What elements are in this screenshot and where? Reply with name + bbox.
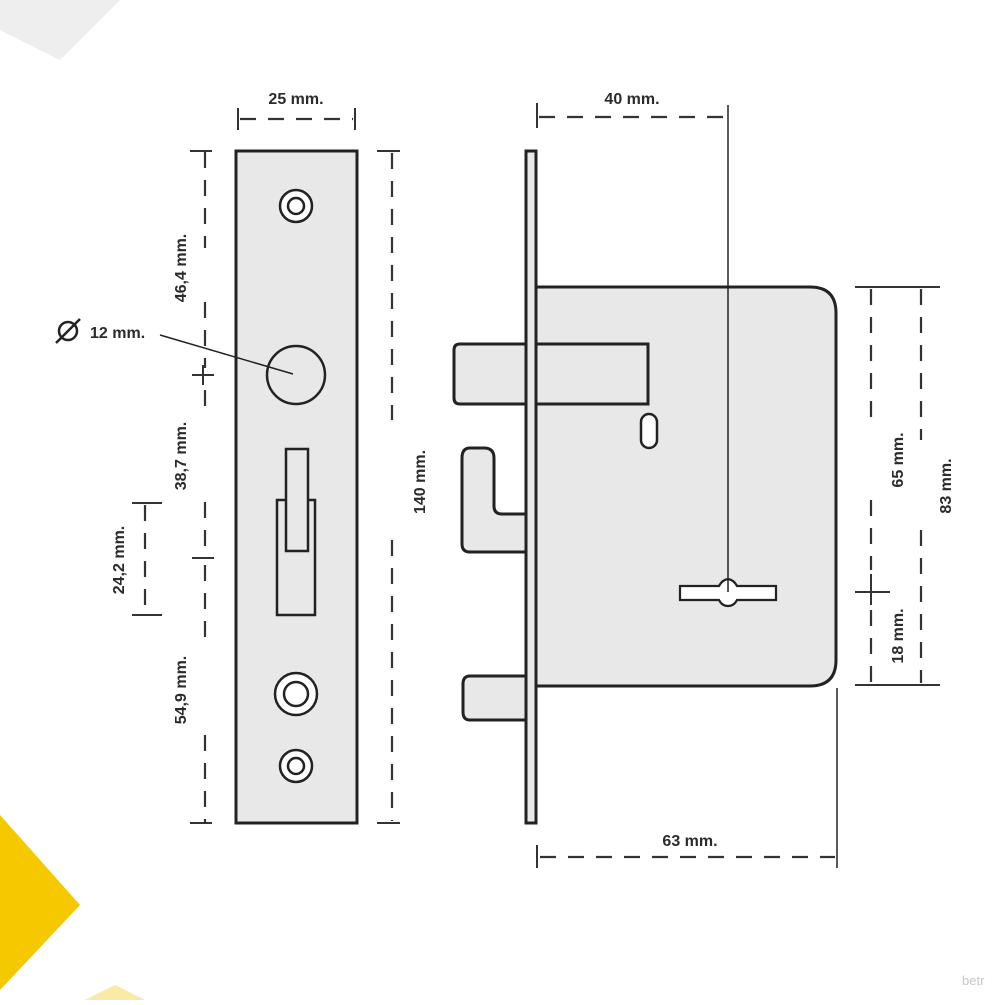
- dimension-depth: 63 mm.: [536, 688, 838, 868]
- label-total-height: 140 mm.: [412, 450, 429, 514]
- spindle-hole: [265, 344, 327, 406]
- label-slot-to-bottom: 54,9 mm.: [173, 656, 190, 724]
- keyhole: [678, 577, 778, 608]
- front-plate-side: [524, 149, 538, 825]
- label-top-to-hole: 46,4 mm.: [173, 234, 190, 302]
- dimension-backset: 40 mm.: [536, 91, 729, 592]
- label-body-height: 65 mm.: [890, 432, 907, 487]
- lock-body-side: [452, 149, 838, 825]
- corner-decoration-yellow: [0, 815, 80, 990]
- deadbolt: [452, 342, 650, 406]
- label-slot-height: 24,2 mm.: [111, 526, 128, 594]
- bottom-latch: [461, 674, 528, 722]
- dimension-left-stack: [190, 150, 214, 824]
- latch-slot-inner: [284, 447, 310, 553]
- label-faceplate-width: 25 mm.: [268, 91, 323, 108]
- label-depth: 63 mm.: [662, 833, 717, 850]
- diameter-leader: [159, 334, 294, 375]
- label-hole-to-slot: 38,7 mm.: [173, 422, 190, 490]
- label-body-total: 83 mm.: [938, 458, 955, 513]
- corner-decoration-top: [0, 0, 120, 60]
- diameter-icon: [57, 320, 79, 342]
- diameter-icon-slash: [55, 318, 81, 344]
- label-backset: 40 mm.: [604, 91, 659, 108]
- dimension-total-height: [377, 150, 400, 824]
- dimension-faceplate-width: 25 mm.: [237, 91, 356, 130]
- dimension-slot-height: [132, 502, 162, 616]
- corner-decoration-yellow-light: [85, 985, 145, 1000]
- label-hole-diameter: 12 mm.: [90, 325, 145, 342]
- latch-hook: [460, 446, 528, 554]
- dimension-hole-diameter: 12 mm.: [55, 318, 294, 375]
- faceplate: [234, 149, 359, 825]
- label-key-to-bottom: 18 mm.: [890, 608, 907, 663]
- dimension-body-right: [855, 286, 940, 686]
- bolt-indicator-slot: [639, 412, 659, 450]
- watermark: betr: [962, 973, 985, 988]
